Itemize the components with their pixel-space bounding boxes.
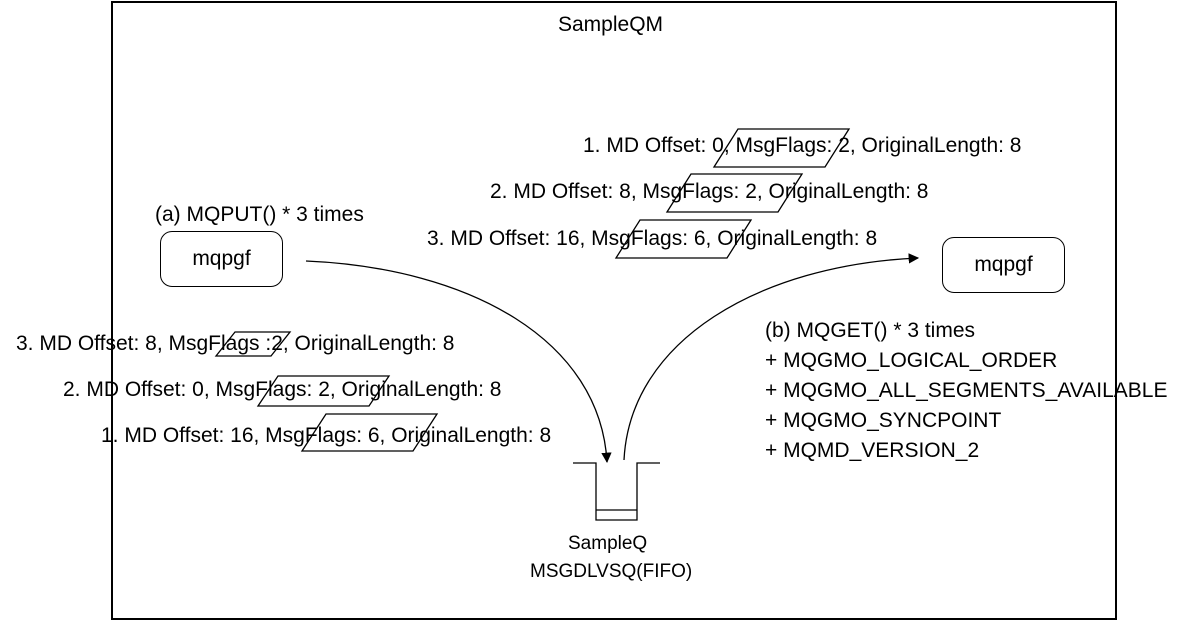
put-message-3-label: 3. MD Offset: 8, MsgFlags :2, OriginalLe… xyxy=(16,332,455,355)
queue-manager-title: SampleQM xyxy=(558,13,664,36)
get-app-box: mqpgf xyxy=(942,237,1065,293)
get-option-logical-order: + MQGMO_LOGICAL_ORDER xyxy=(765,349,1058,372)
put-message-1-label: 1. MD Offset: 16, MsgFlags: 6, OriginalL… xyxy=(101,424,552,447)
queue-manager-frame xyxy=(111,1,1117,620)
put-message-2-label: 2. MD Offset: 0, MsgFlags: 2, OriginalLe… xyxy=(63,378,502,401)
put-app-label: mqpgf xyxy=(192,247,251,270)
put-caption: (a) MQPUT() * 3 times xyxy=(155,203,364,226)
queue-type: MSGDLVSQ(FIFO) xyxy=(530,561,693,582)
put-app-box: mqpgf xyxy=(160,231,283,287)
get-message-2-label: 2. MD Offset: 8, MsgFlags: 2, OriginalLe… xyxy=(490,180,929,203)
queue-name: SampleQ xyxy=(568,533,648,554)
get-message-3-label: 3. MD Offset: 16, MsgFlags: 6, OriginalL… xyxy=(427,227,878,250)
get-option-all-segments: + MQGMO_ALL_SEGMENTS_AVAILABLE xyxy=(765,379,1168,402)
get-options-list: (b) MQGET() * 3 times + MQGMO_LOGICAL_OR… xyxy=(765,316,1167,466)
get-option-md-version: + MQMD_VERSION_2 xyxy=(765,439,980,462)
get-message-1-label: 1. MD Offset: 0, MsgFlags: 2, OriginalLe… xyxy=(583,134,1022,157)
get-app-label: mqpgf xyxy=(974,253,1033,276)
get-caption: (b) MQGET() * 3 times xyxy=(765,319,976,342)
get-option-syncpoint: + MQGMO_SYNCPOINT xyxy=(765,409,1002,432)
